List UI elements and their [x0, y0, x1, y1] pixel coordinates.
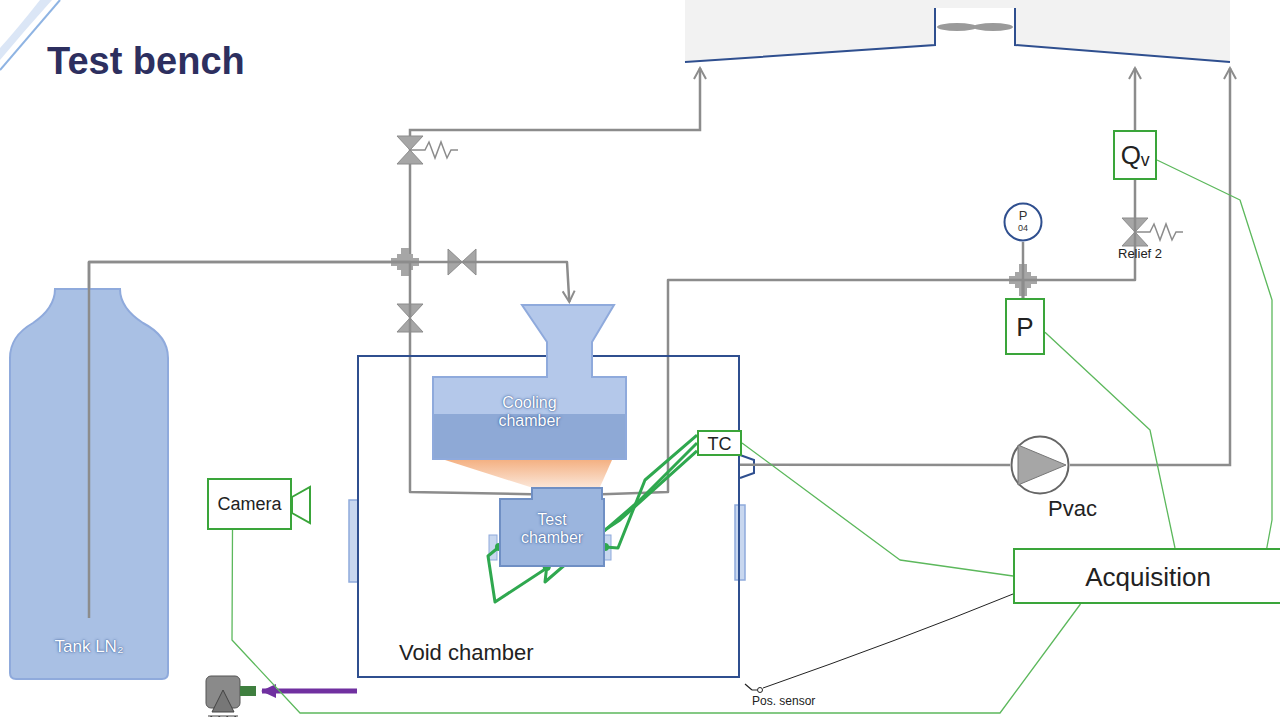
- node-text: Pvac: [1048, 497, 1097, 521]
- node-text: P: [1007, 313, 1043, 342]
- node-text: Acquisition: [1025, 563, 1271, 592]
- signal-cable: [232, 530, 1081, 713]
- vacuum-pump-outline: [1010, 435, 1070, 495]
- signal-cable: [1045, 332, 1175, 548]
- tank-body: [10, 289, 168, 679]
- pressure-gauge: P04: [1003, 202, 1043, 242]
- pump-triangle: [1018, 445, 1066, 485]
- test-outline: [500, 488, 604, 566]
- node-text: Cooling chamber: [475, 394, 584, 429]
- node-text: TC: [699, 435, 740, 455]
- node-text: P: [1003, 209, 1043, 223]
- camera-box: Camera: [207, 478, 292, 530]
- acquisition-box: Acquisition: [1013, 548, 1280, 604]
- node-text: Tank LN₂: [8, 638, 170, 657]
- pressure-sensor: P: [1005, 298, 1045, 355]
- cooling-chamber-outline: [430, 302, 629, 462]
- cooling-chamber: Cooling chamber: [430, 302, 629, 462]
- ln2-tank: Tank LN₂: [8, 288, 170, 680]
- flowmeter-box: Qᵥ: [1113, 130, 1157, 180]
- ln2-tank-outline: [8, 288, 170, 680]
- test-chamber: Test chamber: [499, 487, 605, 567]
- node-text: Qᵥ: [1115, 141, 1155, 170]
- node-text: Void chamber: [399, 641, 534, 665]
- gas-pipe: [89, 262, 569, 302]
- dip-tube: [88, 288, 91, 618]
- signal-cable: [742, 443, 1013, 576]
- thermocouple-box: TC: [697, 430, 742, 456]
- sensor-label: Pos. sensor: [752, 694, 815, 708]
- node-text: Test chamber: [513, 511, 591, 546]
- pump-circle: [1012, 437, 1069, 494]
- signal-cable: [1157, 160, 1272, 548]
- valve-label: Relief 2: [1118, 246, 1162, 261]
- cooling-outline: [433, 305, 626, 459]
- vacuum-pump: Pvac: [1010, 435, 1070, 495]
- gas-pipe: [1023, 180, 1135, 298]
- gas-pipe: [740, 464, 1010, 467]
- void-chamber: Void chamber Cooling chamberTest chamber: [357, 355, 740, 678]
- node-text: 04: [1003, 224, 1043, 234]
- node-text: Camera: [209, 495, 290, 515]
- slide-title: Test bench: [47, 40, 245, 83]
